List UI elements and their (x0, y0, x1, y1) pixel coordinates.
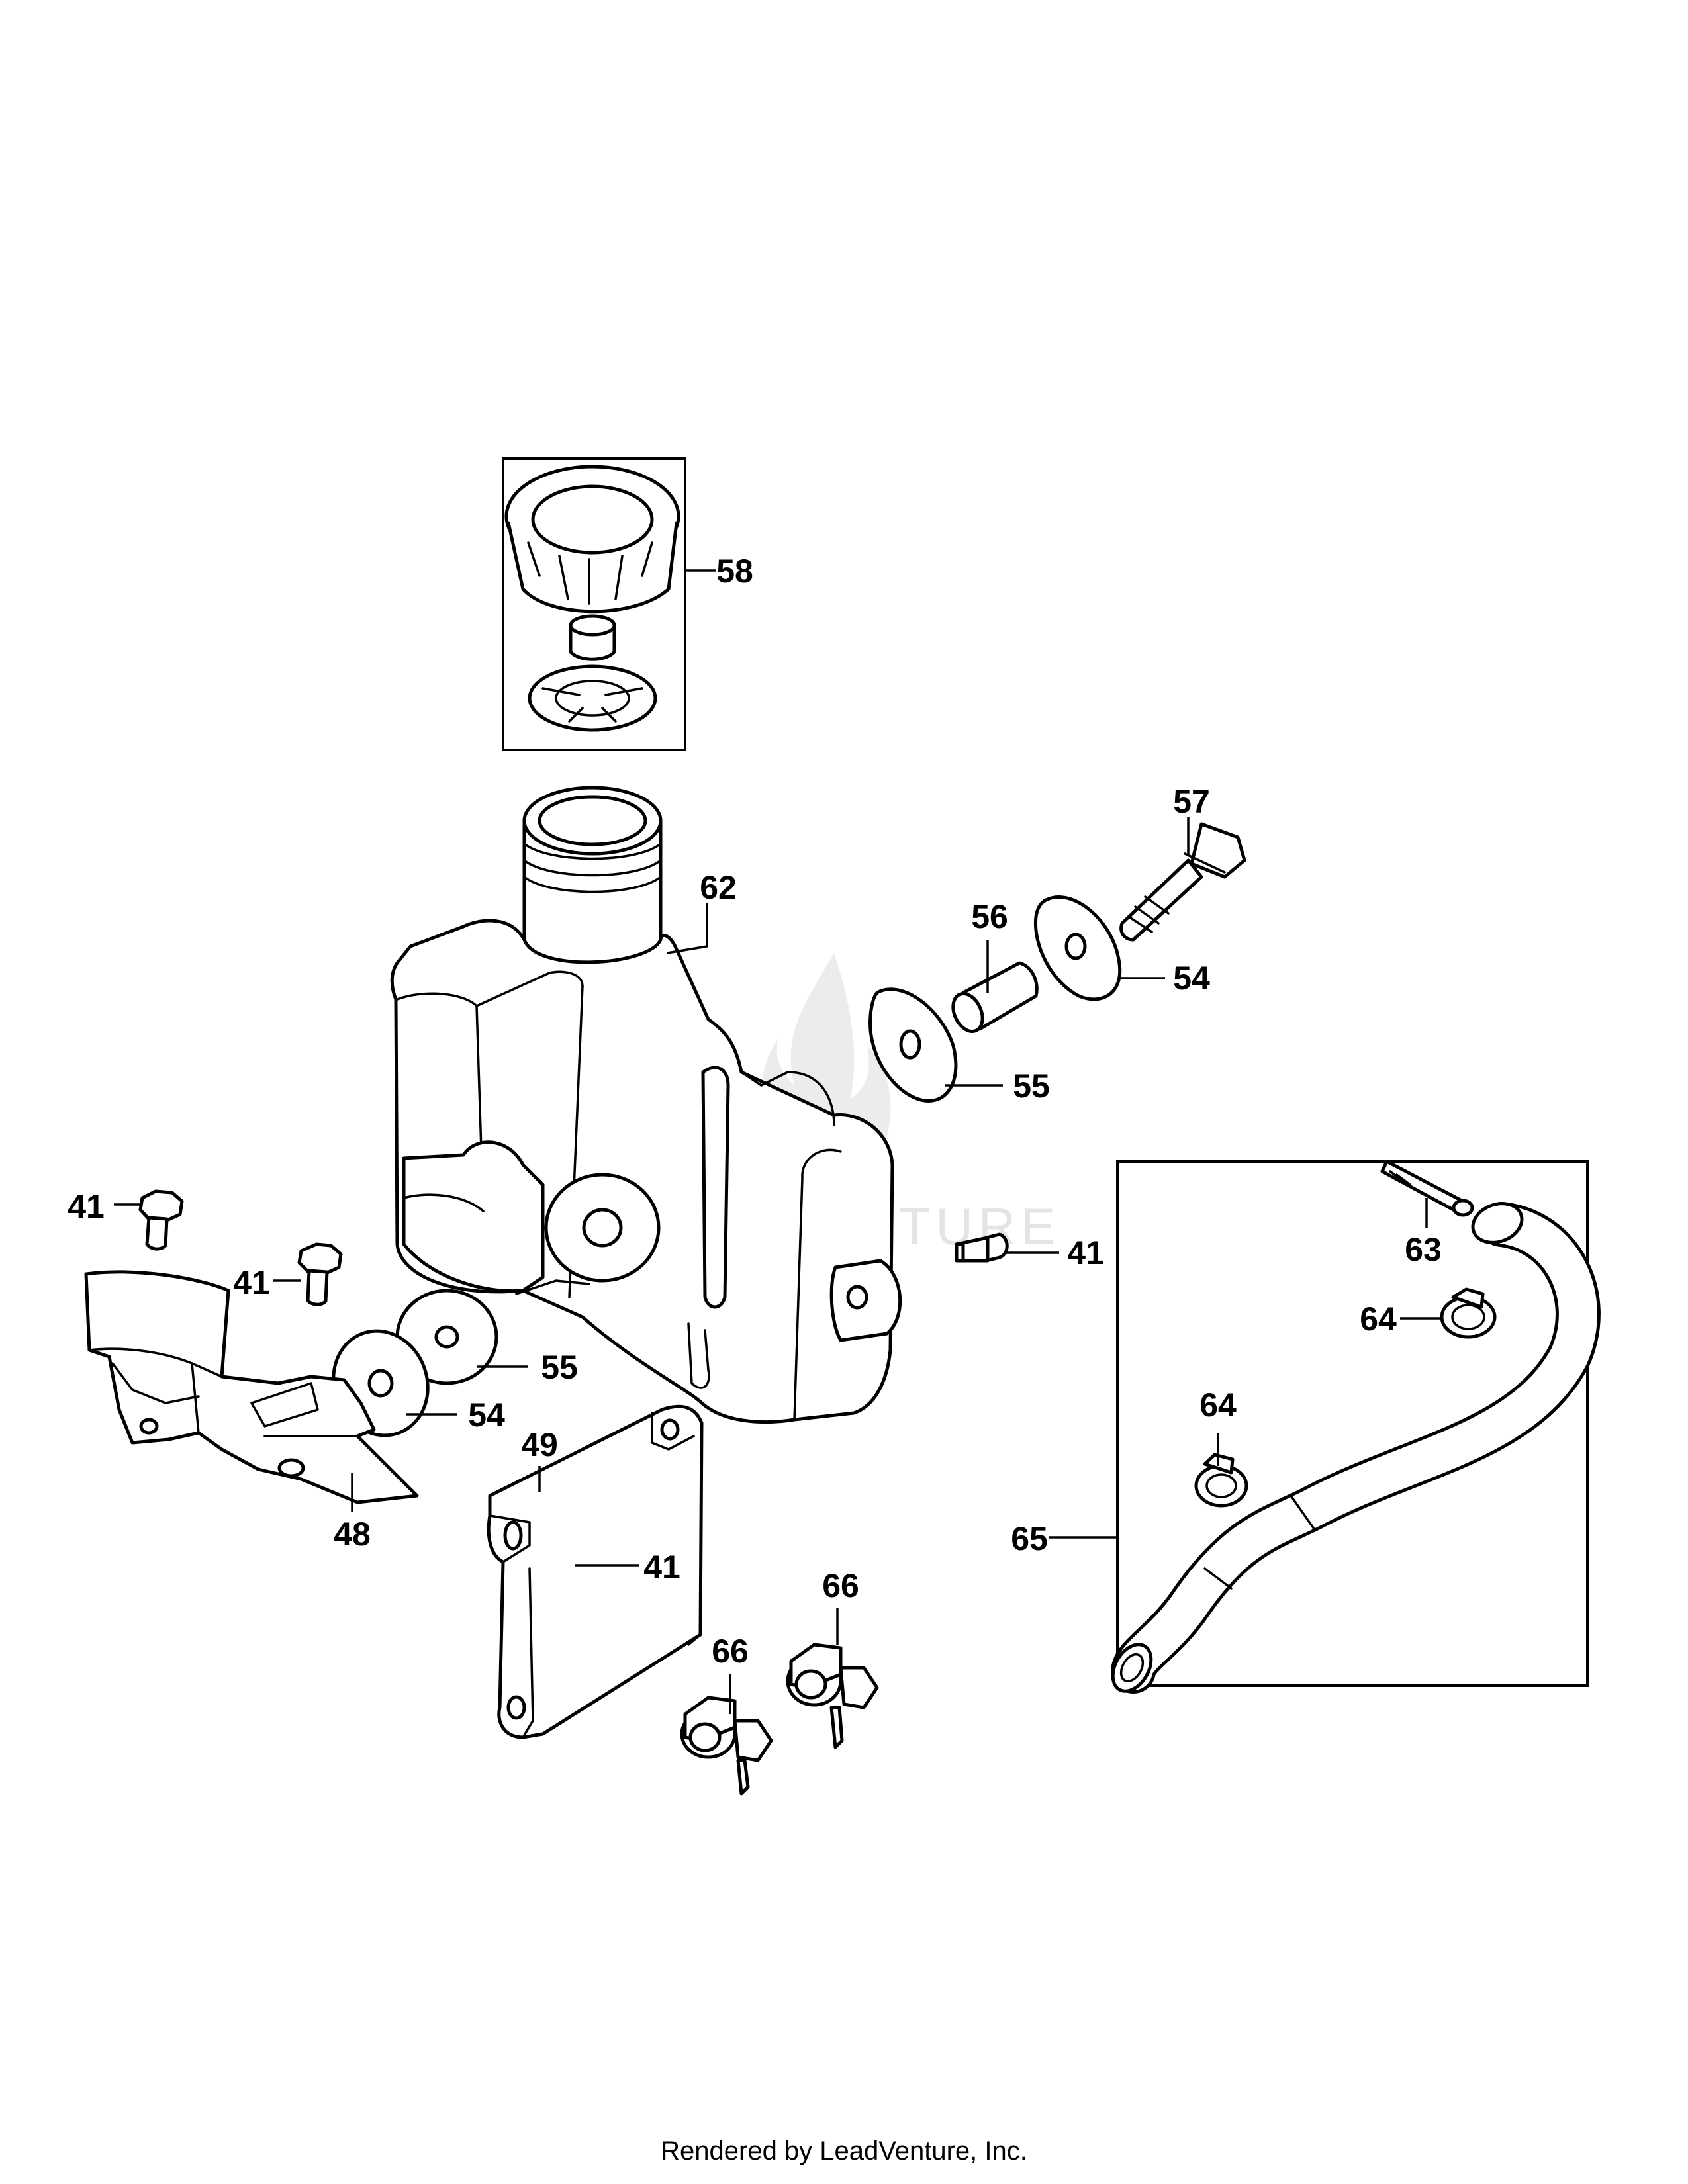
callout-64-lower: 64 (1199, 1387, 1237, 1424)
heat-shield-48 (84, 1270, 419, 1504)
callout-41-top-left: 41 (68, 1188, 105, 1225)
washer-55-right (868, 987, 958, 1103)
fuel-cap-callout-box (502, 457, 686, 751)
callout-65: 65 (1011, 1520, 1048, 1557)
fuel-tank (390, 786, 902, 1424)
callout-41-bracket: 41 (643, 1549, 680, 1586)
washer-54-right (1033, 895, 1122, 1001)
callout-41-mid-left: 41 (233, 1264, 270, 1301)
callout-66-left: 66 (712, 1633, 749, 1670)
callout-63: 63 (1405, 1231, 1442, 1268)
clip-66-right (786, 1643, 879, 1749)
spacer-56 (951, 961, 1039, 1033)
callout-41-right: 41 (1067, 1234, 1104, 1271)
callout-64-upper: 64 (1360, 1300, 1397, 1338)
bolt-41-top-left (138, 1189, 184, 1251)
callout-55-left: 55 (541, 1349, 578, 1386)
fuel-line-callout-box (1116, 1160, 1589, 1687)
callout-55-right: 55 (1013, 1068, 1050, 1105)
callout-66-right: 66 (822, 1567, 859, 1604)
callout-48: 48 (334, 1516, 371, 1553)
callout-49: 49 (521, 1426, 558, 1463)
callout-54-left: 54 (468, 1396, 505, 1433)
bolt-41-right (955, 1232, 1009, 1263)
render-credit: Rendered by LeadVenture, Inc. (661, 2136, 1027, 2165)
fuel-cap-assembly (502, 457, 686, 751)
callout-58: 58 (716, 553, 753, 590)
callout-57: 57 (1173, 783, 1210, 820)
bolt-41-mid-left (297, 1242, 343, 1306)
leader-lines (114, 569, 1440, 1714)
callout-labels: 58 57 62 56 54 55 41 41 41 41 55 54 63 6… (68, 553, 1442, 1670)
fuel-line-assembly (1111, 1160, 1601, 1694)
callout-54-right: 54 (1173, 960, 1210, 997)
clip-66-left (680, 1696, 773, 1796)
bracket-49 (487, 1404, 704, 1739)
callout-56: 56 (971, 898, 1008, 935)
callout-62: 62 (700, 869, 737, 906)
bolt-57 (1119, 822, 1246, 942)
